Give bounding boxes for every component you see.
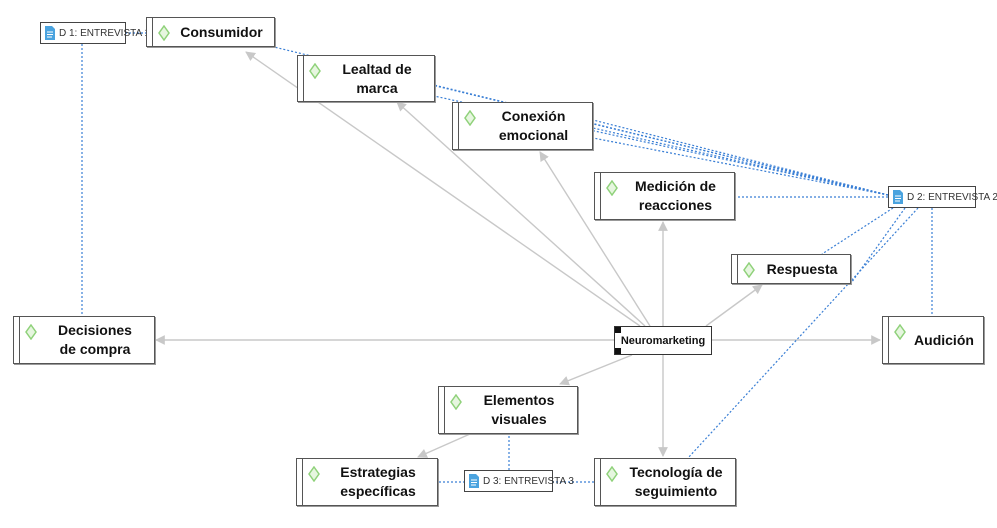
code-diamond-icon [606, 180, 618, 196]
edge-neuro-lealtad [396, 101, 646, 327]
code-conexion-emocional[interactable]: Conexión emocional [452, 102, 593, 150]
document-d3[interactable]: D 3: ENTREVISTA 3 [464, 470, 574, 492]
code-label: Respuesta [766, 260, 838, 277]
code-audicion[interactable]: Audición [882, 316, 984, 364]
edge-neuro-respuesta [705, 284, 763, 327]
link-d2-lealtad-b [433, 95, 889, 196]
hub-neuromarketing[interactable]: Neuromarketing [614, 326, 712, 355]
code-decisiones-de-compra[interactable]: Decisiones de compra [13, 316, 155, 364]
document-label: D 2: ENTREVISTA 2 [907, 191, 997, 203]
link-d2-tecnologia [687, 207, 919, 459]
code-diamond-icon [25, 324, 37, 340]
code-lealtad-de-marca[interactable]: Lealtad de marca [297, 55, 435, 102]
code-bar [439, 387, 445, 433]
code-label: Consumidor [180, 23, 263, 40]
corner-marker [615, 348, 621, 354]
code-label: Tecnología de seguimiento [629, 464, 723, 499]
code-label: Estrategias específicas [340, 464, 416, 499]
code-diamond-icon [743, 262, 755, 278]
code-medicion-de-reacciones[interactable]: Medición de reacciones [594, 172, 735, 220]
code-diamond-icon [464, 110, 476, 126]
code-label: Elementos visuales [483, 392, 555, 427]
code-respuesta[interactable]: Respuesta [731, 254, 851, 284]
link-d2-conexion-a [592, 119, 889, 196]
document-icon [469, 474, 479, 488]
document-icon [45, 26, 55, 40]
code-consumidor[interactable]: Consumidor [146, 17, 275, 47]
link-d2-conexion-b [592, 127, 889, 196]
code-diamond-icon [158, 25, 170, 41]
code-bar [14, 317, 20, 363]
code-diamond-icon [309, 63, 321, 79]
code-diamond-icon [308, 466, 320, 482]
code-diamond-icon [894, 324, 906, 340]
code-diamond-icon [450, 394, 462, 410]
document-d2[interactable]: D 2: ENTREVISTA 2 [888, 186, 997, 208]
code-label: Conexión emocional [498, 108, 569, 143]
code-bar [453, 103, 459, 149]
code-bar [298, 56, 304, 101]
code-bar [595, 173, 601, 219]
code-bar [883, 317, 889, 363]
code-elementos-visuales[interactable]: Elementos visuales [438, 386, 578, 434]
hub-label: Neuromarketing [620, 334, 706, 347]
code-label: Audición [914, 331, 974, 348]
edge-elementos-estrategias [417, 433, 471, 458]
code-diamond-icon [606, 466, 618, 482]
edge-neuro-elementos [559, 354, 633, 386]
code-bar [297, 459, 303, 505]
code-tecnologia-de-seguimiento[interactable]: Tecnología de seguimiento [594, 458, 736, 506]
code-label: Lealtad de marca [342, 60, 412, 96]
document-label: D 1: ENTREVISTA 1 [59, 27, 150, 39]
document-label: D 3: ENTREVISTA 3 [483, 475, 574, 487]
edge-neuro-conexion [539, 151, 651, 327]
code-bar [732, 255, 738, 283]
document-d1[interactable]: D 1: ENTREVISTA 1 [40, 22, 150, 44]
code-bar [147, 18, 153, 46]
code-estrategias-especificas[interactable]: Estrategias específicas [296, 458, 438, 506]
code-label: Medición de reacciones [635, 178, 716, 213]
document-icon [893, 190, 903, 204]
code-bar [595, 459, 601, 505]
code-label: Decisiones de compra [58, 322, 132, 357]
corner-marker [615, 327, 621, 333]
